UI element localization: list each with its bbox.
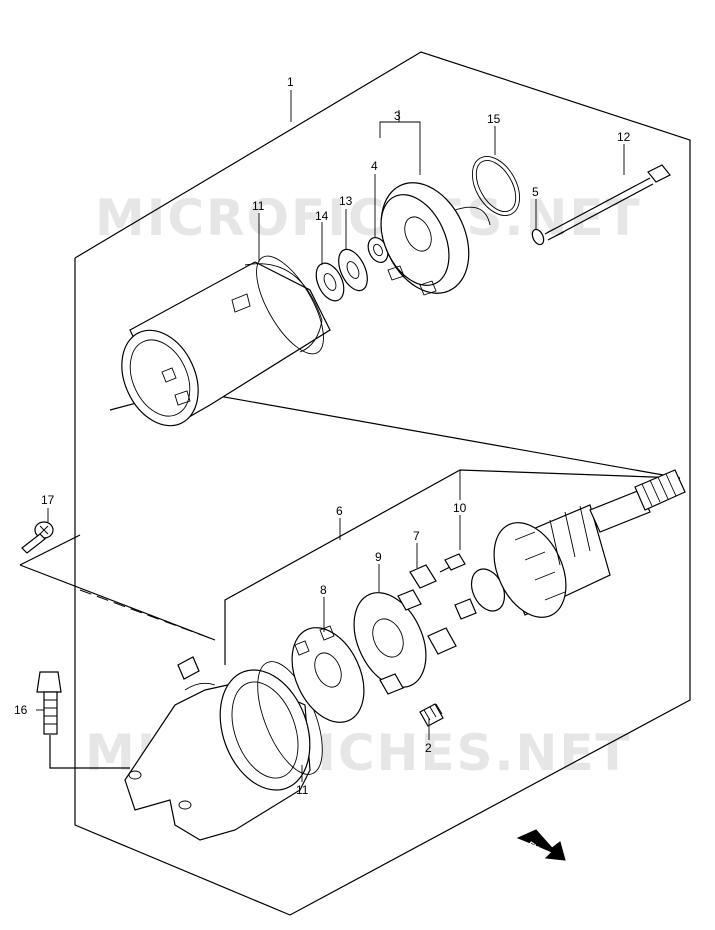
- callout-11-lower: 11: [296, 783, 309, 797]
- cut-plane-lower-left-b: [19, 534, 81, 566]
- callout-9: 9: [375, 550, 382, 564]
- callout-8: 8: [320, 583, 327, 597]
- fwd-arrow-icon: FWD: [516, 829, 566, 861]
- callout-11-upper: 11: [252, 199, 265, 213]
- washer-14: [315, 262, 345, 302]
- armature: [454, 469, 686, 620]
- callout-1: 1: [287, 75, 294, 89]
- callout-15: 15: [487, 112, 501, 126]
- callout-6: 6: [336, 504, 343, 518]
- spring-2: [419, 703, 444, 727]
- assembly-outline: [74, 51, 691, 916]
- bolt-16: [36, 671, 62, 735]
- callout-14: 14: [315, 209, 329, 223]
- screw-10: [439, 553, 466, 573]
- o-ring-15: [471, 156, 521, 216]
- callout-2: 2: [425, 741, 432, 755]
- washer-5: [531, 228, 545, 246]
- callout-3: 3: [394, 109, 401, 123]
- watermark-top: MICROFICHES.NET: [95, 189, 642, 247]
- brush-holder-9: [353, 589, 457, 695]
- brush-7: [409, 564, 437, 589]
- through-bolt-12: [544, 164, 671, 241]
- callout-7: 7: [413, 529, 420, 543]
- screw-17: [21, 521, 54, 554]
- callout-5: 5: [532, 185, 539, 199]
- end-frame-3: [380, 182, 491, 296]
- brush-plate-8: [291, 625, 365, 723]
- washer-13: [338, 248, 368, 292]
- callout-13: 13: [339, 194, 353, 208]
- o-ring-11-upper: [256, 255, 324, 355]
- callout-17: 17: [41, 493, 55, 507]
- drive-housing: [124, 656, 311, 841]
- yoke-housing: [121, 261, 331, 427]
- callout-16: 16: [14, 703, 28, 717]
- callout-4: 4: [371, 159, 378, 173]
- callout-10: 10: [453, 501, 467, 515]
- leader-lines: [36, 90, 625, 782]
- callout-12: 12: [617, 130, 631, 144]
